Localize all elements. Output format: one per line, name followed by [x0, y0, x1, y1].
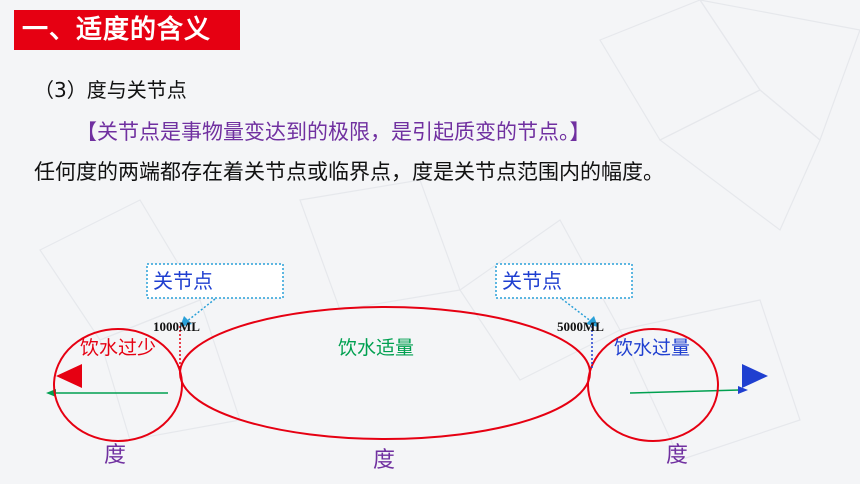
right-node-pointer-head	[586, 316, 598, 327]
ellipse-low	[53, 328, 183, 442]
slide-title: 一、适度的含义	[14, 10, 240, 50]
thin-arrow-right-head	[738, 386, 748, 394]
zone-high-label: 饮水过量	[614, 337, 690, 359]
left-node-box	[146, 263, 284, 299]
degree-mid-label: 度	[373, 448, 395, 473]
definition-text: 【关节点是事物量变达到的极限，是引起质变的节点。】	[76, 120, 591, 144]
ellipse-high	[587, 328, 719, 442]
right-value: 5000ML	[557, 319, 604, 334]
right-node-label: 关节点	[502, 269, 562, 293]
right-node-box	[495, 263, 633, 299]
section-subtitle: （3）度与关节点	[34, 78, 187, 102]
degree-right-label: 度	[666, 443, 688, 468]
axis-arrow-left-head	[56, 364, 82, 388]
zone-low-label: 饮水过少	[80, 337, 156, 359]
thin-line-right	[629, 389, 741, 394]
left-node-pointer-head	[180, 316, 192, 327]
zone-mid-label: 饮水适量	[338, 337, 414, 359]
left-node-label: 关节点	[153, 269, 213, 293]
body-text: 任何度的两端都存在着关节点或临界点，度是关节点范围内的幅度。	[34, 160, 664, 184]
axis-arrow-right-head	[742, 364, 768, 388]
degree-left-label: 度	[104, 443, 126, 468]
left-value: 1000ML	[153, 319, 200, 334]
ellipse-mid	[179, 306, 591, 440]
